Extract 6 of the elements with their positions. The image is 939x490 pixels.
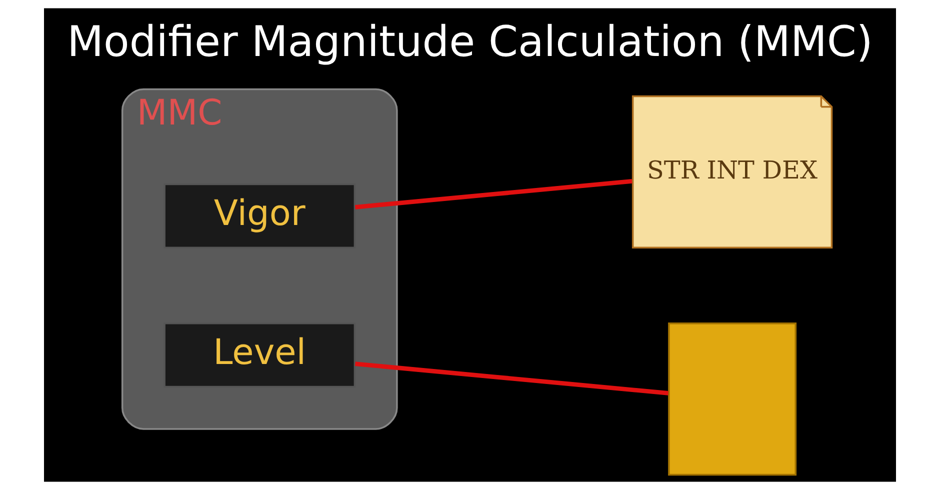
diagram-title: Modifier Magnitude Calculation (MMC) [66,17,872,66]
node-box: Level [163,322,356,388]
node-box: Vigor [163,183,356,249]
connector [354,179,632,210]
node-box [668,322,796,476]
connector [354,362,668,396]
